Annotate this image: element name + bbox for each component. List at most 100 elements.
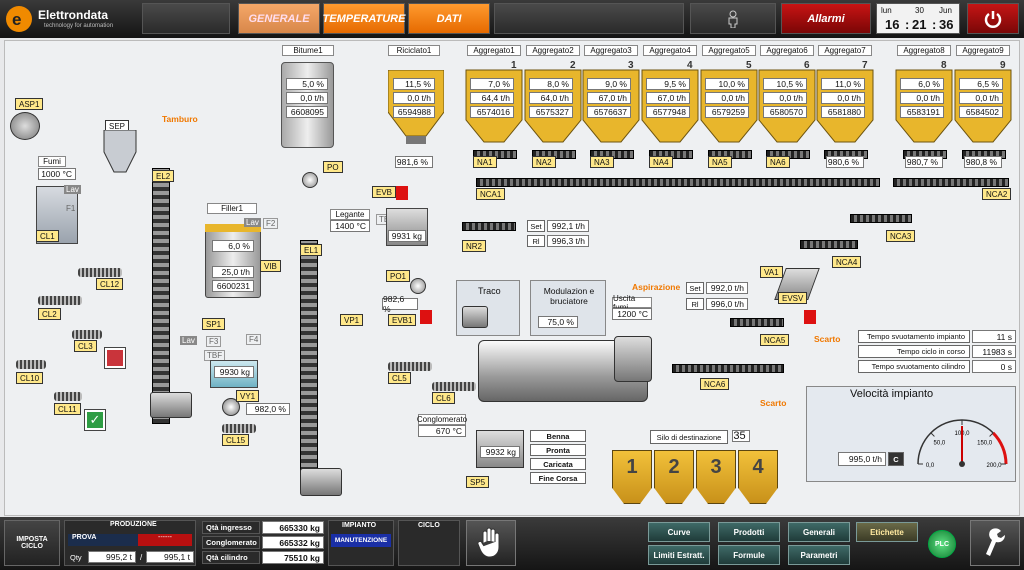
- traco-label: Traco: [478, 286, 501, 296]
- bitume-label: Bitume1: [282, 45, 334, 56]
- valve-evb[interactable]: [396, 186, 408, 200]
- silo[interactable]: [612, 450, 652, 504]
- aggregate-tph: 64,0 t/h: [529, 92, 573, 104]
- motor-el2: [150, 392, 192, 418]
- legante-weight: 9931 kg: [388, 230, 426, 242]
- aggregate-tph: 0,0 t/h: [821, 92, 865, 104]
- tag-lav-3: Lav: [180, 336, 197, 345]
- settings-wrench-button[interactable]: [970, 520, 1020, 566]
- silo-value[interactable]: 35: [732, 430, 750, 442]
- silo[interactable]: [654, 450, 694, 504]
- hand-stop-button[interactable]: [466, 520, 516, 566]
- gauge-tick-label: 200,0: [986, 463, 1002, 469]
- aggregate-label: Aggregato8: [897, 45, 951, 56]
- nr2-rl-value: 996,3 t/h: [547, 235, 589, 247]
- plc-indicator: PLC: [928, 530, 956, 558]
- red-valve-2[interactable]: [364, 288, 378, 298]
- imposta-ciclo-label: IMPOSTA CICLO: [16, 536, 48, 550]
- tab-dati[interactable]: DATI: [408, 3, 490, 34]
- valve-checkbox-green[interactable]: ✓: [84, 409, 106, 431]
- clock-hours: 16: [885, 17, 900, 32]
- operator-button[interactable]: [690, 3, 776, 34]
- legante-po1-pct: 982,6 %: [382, 294, 418, 314]
- fan-asp1: [10, 112, 40, 140]
- alarms-button[interactable]: Allarmi: [781, 3, 871, 34]
- tag-f1: F1: [66, 204, 76, 213]
- clock-sep2: :: [932, 17, 937, 32]
- tag-po: PO: [323, 161, 343, 173]
- time-value: 0 s: [972, 360, 1016, 373]
- bottom-button-limiti-estratt[interactable]: Limiti Estratt.: [648, 545, 710, 565]
- mixer-status-button[interactable]: Caricata: [530, 458, 586, 470]
- bottom-button-etichette[interactable]: Etichette: [856, 522, 918, 542]
- aggregate-number: 8: [941, 60, 947, 71]
- aspirazione-set-label: Set: [686, 282, 704, 294]
- brand-name: Elettrondata: [38, 8, 109, 22]
- mixer-status-button[interactable]: Pronta: [530, 444, 586, 456]
- modulazione-value: 75,0 %: [538, 316, 578, 328]
- tab-temperature[interactable]: TEMPERATURE: [323, 3, 405, 34]
- bottom-button-generali[interactable]: Generali: [788, 522, 850, 542]
- tag-nr2: NR2: [462, 240, 487, 252]
- aggregate-number: 6: [804, 60, 810, 71]
- tag-feeder: NA2: [532, 156, 556, 168]
- red-valve-1[interactable]: [324, 288, 338, 298]
- mixer-status-button[interactable]: Fine Corsa: [530, 472, 586, 484]
- blank-button-1[interactable]: [142, 3, 230, 34]
- mixer-status-button[interactable]: Benna: [530, 430, 586, 442]
- aggregate-number: 1: [511, 60, 517, 71]
- tag-vy1: VY1: [236, 390, 260, 402]
- tag-sp1: SP1: [202, 318, 226, 330]
- riciclato-tph: 0,0 t/h: [393, 92, 435, 104]
- silo[interactable]: [738, 450, 778, 504]
- valve-evsv[interactable]: [804, 310, 816, 324]
- tab-generale-label: GENERALE: [248, 12, 310, 25]
- valve-checkbox-red[interactable]: [104, 347, 126, 369]
- conveyor-nca6: [672, 364, 784, 373]
- bitume-total: 6608095: [286, 106, 328, 118]
- bottom-button-prodotti[interactable]: Prodotti: [718, 522, 780, 542]
- manutenzione-badge[interactable]: MANUTENZIONE: [331, 534, 391, 547]
- imposta-ciclo-button[interactable]: IMPOSTA CICLO: [4, 520, 60, 566]
- tag-feeder: NA1: [473, 156, 497, 168]
- silo[interactable]: [696, 450, 736, 504]
- tag-cl5: CL5: [388, 372, 411, 384]
- aggregate-number: 5: [746, 60, 752, 71]
- tag-nca1: NCA1: [476, 188, 506, 200]
- valve-evb1[interactable]: [420, 310, 432, 324]
- gauge-tick: [989, 432, 994, 437]
- tag-f2: F2: [263, 218, 279, 229]
- conveyor-nca2: [893, 178, 1009, 187]
- elevator-el2: [152, 168, 170, 424]
- tag-cl11: CL11: [54, 403, 81, 415]
- aspirazione-rl-value: 996,0 t/h: [706, 298, 748, 310]
- screw-cl15: [222, 424, 256, 433]
- time-label: Tempo ciclo in corso: [858, 345, 970, 358]
- time-label: Tempo svuotamento cilindro: [858, 360, 970, 373]
- quantity-label: Qtà ingresso: [202, 521, 260, 534]
- bottom-button-parametri[interactable]: Parametri: [788, 545, 850, 565]
- ciclo-title: CICLO: [418, 522, 440, 529]
- bottom-button-curve[interactable]: Curve: [648, 522, 710, 542]
- traco-motor-icon: [462, 306, 488, 328]
- aggregate-total: 6581880: [821, 106, 865, 118]
- clock-seconds: 36: [939, 17, 954, 32]
- blank-button-2[interactable]: [494, 3, 684, 34]
- aspirazione-rl-label: Rl: [686, 298, 704, 310]
- riciclato-total: 6594988: [393, 106, 435, 118]
- power-button[interactable]: [967, 3, 1019, 34]
- bitume-tank: [281, 62, 334, 148]
- silo-label: Silo di destinazione: [650, 430, 728, 444]
- aspirazione-label: Aspirazione: [632, 282, 681, 292]
- screw-cl10: [16, 360, 46, 369]
- tab-generale[interactable]: GENERALE: [238, 3, 320, 34]
- filler-weight: 9930 kg: [214, 366, 254, 378]
- velocita-unit-button[interactable]: C: [888, 452, 904, 466]
- filler-total: 6600231: [212, 280, 254, 292]
- conveyor-nr2: [462, 222, 516, 231]
- tag-f4: F4: [246, 334, 262, 345]
- aggregate-hopper: [954, 69, 1012, 143]
- velocita-value: 995,0 t/h: [838, 452, 886, 466]
- bottom-button-formule[interactable]: Formule: [718, 545, 780, 565]
- aggregate-pct: 9,0 %: [587, 78, 631, 90]
